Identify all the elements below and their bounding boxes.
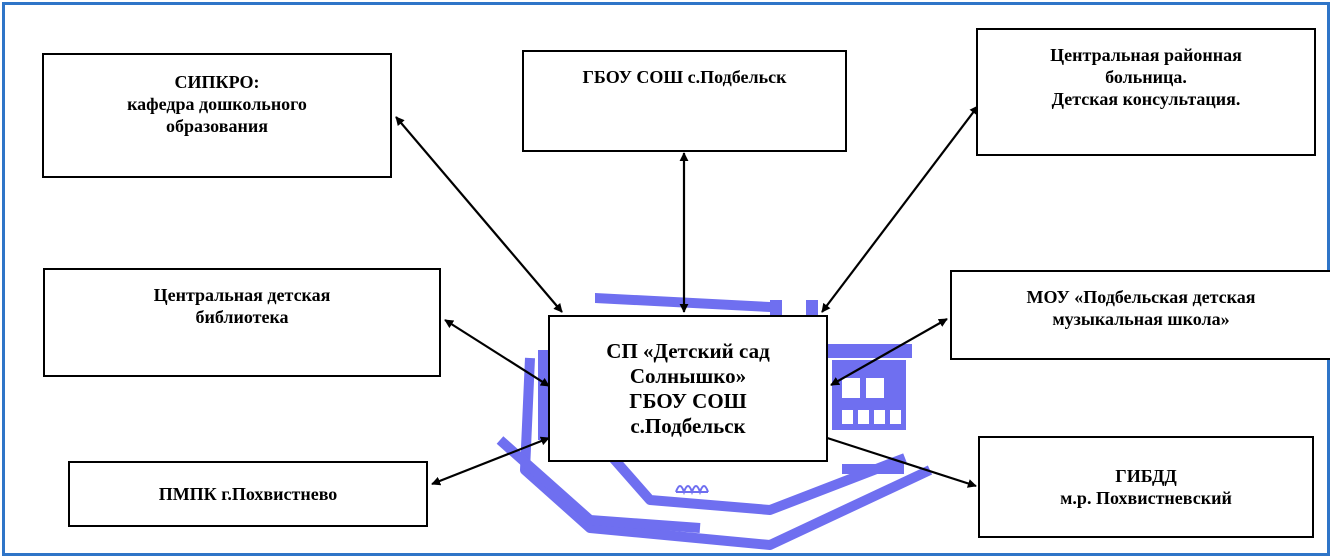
arrow-gibdd [817,433,977,488]
node-label-line: Солнышко» [629,363,747,388]
arrow-crb [821,105,979,313]
node-label-line: ГБОУ СОШ [629,388,747,413]
arrow-library [444,319,550,387]
arrow-music [830,318,948,386]
node-label-line: СП «Детский сад [606,338,770,363]
node-label-line: библиотека [195,307,289,327]
node-gbou-sosh: ГБОУ СОШ с.Подбельск [522,50,847,152]
node-label-line: кафедра дошкольного [127,94,307,114]
node-label-line: больница. [1105,67,1187,87]
node-pmpk: ПМПК г.Похвистнево [68,461,428,527]
node-label-line: ПМПК г.Похвистнево [158,484,338,504]
node-label-line: ГБОУ СОШ с.Подбельск [582,67,787,87]
node-label-line: Центральная районная [1050,45,1242,65]
node-label-line: МОУ «Подбельская детская [1026,287,1256,307]
node-label-line: м.р. Похвистневский [1060,488,1232,508]
arrow-sipkro [395,116,563,313]
node-label-line: с.Подбельск [630,413,746,438]
node-label-line: Детская консультация. [1051,89,1241,109]
node-label-line: СИПКРО: [174,72,260,92]
arrow-pmpk [431,436,550,486]
node-label-line: ГИБДД [1115,466,1177,486]
node-label-line: Центральная детская [153,285,331,305]
node-label-line: музыкальная школа» [1052,309,1230,329]
node-label-line: образования [166,116,268,136]
